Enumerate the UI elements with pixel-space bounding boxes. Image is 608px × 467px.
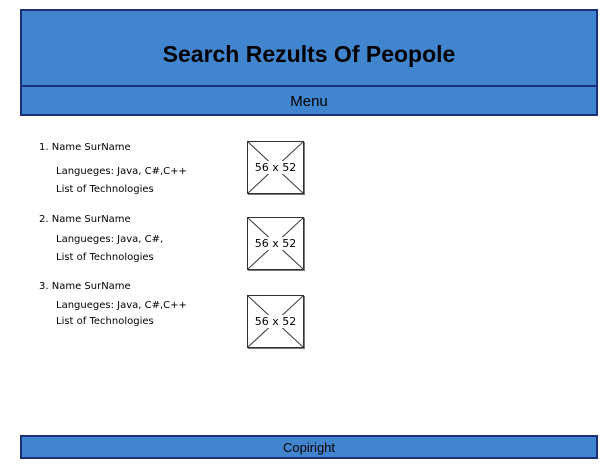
image-placeholder: 56 x 52 bbox=[247, 217, 304, 270]
image-size-label: 56 x 52 bbox=[253, 237, 298, 250]
result-languages: Langueges: Java, C#, bbox=[56, 234, 164, 245]
result-technologies: List of Technologies bbox=[56, 184, 154, 195]
page-footer: Copiright bbox=[20, 435, 598, 459]
image-placeholder: 56 x 52 bbox=[247, 141, 304, 194]
image-size-label: 56 x 52 bbox=[253, 161, 298, 174]
result-languages: Langueges: Java, C#,C++ bbox=[56, 300, 187, 311]
copyright-label: Copiright bbox=[282, 440, 336, 455]
menu-label[interactable]: Menu bbox=[290, 93, 328, 110]
menu-bar[interactable]: Menu bbox=[20, 87, 598, 116]
result-name[interactable]: 1. Name SurName bbox=[39, 142, 131, 153]
result-name[interactable]: 2. Name SurName bbox=[39, 214, 131, 225]
result-languages: Langueges: Java, C#,C++ bbox=[56, 166, 187, 177]
page-header: Search Rezults Of Peopole bbox=[20, 9, 598, 87]
result-technologies: List of Technologies bbox=[56, 252, 154, 263]
result-name[interactable]: 3. Name SurName bbox=[39, 281, 131, 292]
page-title: Search Rezults Of Peopole bbox=[162, 41, 456, 67]
result-technologies: List of Technologies bbox=[56, 316, 154, 327]
image-size-label: 56 x 52 bbox=[253, 315, 298, 328]
image-placeholder: 56 x 52 bbox=[247, 295, 304, 348]
